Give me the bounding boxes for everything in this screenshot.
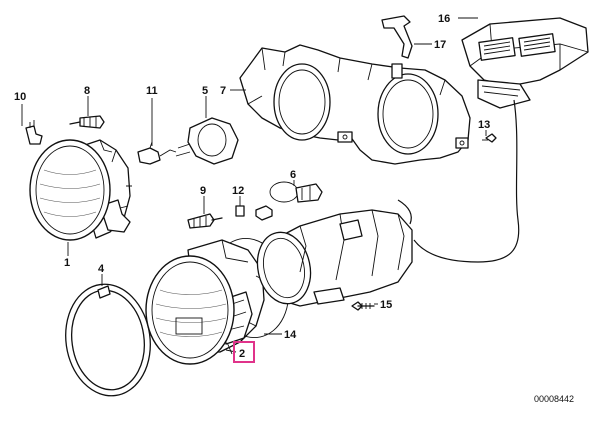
- adjusting-screw-9: [187, 213, 223, 229]
- callout-8: 8: [84, 85, 90, 97]
- callout-4: 4: [98, 263, 105, 275]
- callout-12: 12: [232, 185, 244, 197]
- headlight-assembly-lower: [145, 239, 265, 365]
- callout-1: 1: [64, 257, 70, 269]
- callout-2-highlight-box: [233, 341, 255, 363]
- callout-14: 14: [284, 329, 297, 341]
- headlight-carrier-frame: [239, 44, 471, 165]
- bulb-10: [25, 120, 43, 145]
- headlight-assembly-upper: [29, 139, 132, 241]
- highlighted-callout-2[interactable]: 2: [233, 341, 255, 363]
- callout-17: 17: [434, 39, 446, 51]
- callout-6: 6: [290, 169, 296, 181]
- headlight-housing: [256, 209, 413, 307]
- callout-11: 11: [146, 85, 158, 97]
- callout-2[interactable]: 2: [239, 348, 245, 360]
- leader-lines: [21, 17, 487, 353]
- bulb-holder-8: [69, 115, 105, 129]
- bulb-socket-5: [175, 117, 239, 165]
- headlight-control-unit: [461, 17, 589, 109]
- diagram-reference-number: 00008442: [534, 394, 574, 404]
- callout-7: 7: [220, 85, 226, 97]
- control-unit-bracket: [381, 15, 413, 59]
- callout-13: 13: [478, 119, 490, 131]
- bulb-11: [137, 141, 177, 165]
- clip-12: [235, 200, 245, 217]
- bulb-12: [255, 205, 273, 221]
- callout-10: 10: [14, 91, 26, 103]
- callout-15: 15: [380, 299, 392, 311]
- wiring-harness: [397, 99, 520, 263]
- trim-ring: [65, 283, 151, 397]
- screw-15: [351, 301, 375, 311]
- callout-5: 5: [202, 85, 208, 97]
- screw-13: [482, 133, 497, 143]
- connector-6: [269, 181, 323, 203]
- callout-labels: 1 4 10 8 11 5 7 6 9 12 14 15 16 17 13: [14, 13, 490, 341]
- callout-16: 16: [438, 13, 450, 25]
- callout-9: 9: [200, 185, 206, 197]
